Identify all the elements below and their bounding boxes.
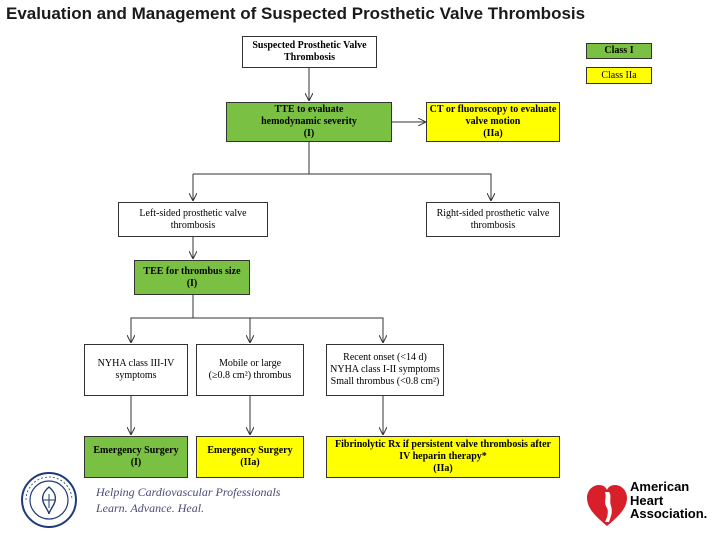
node-emergency-surgery-iia: Emergency Surgery (IIa) — [196, 436, 304, 478]
node-text: Left-sided prosthetic valve — [139, 207, 247, 219]
node-text: Thrombosis — [284, 52, 335, 63]
acc-tagline: Helping Cardiovascular Professionals Lea… — [96, 484, 280, 516]
node-text: CT or fluoroscopy to evaluate — [429, 104, 557, 115]
node-text: (I) — [130, 457, 142, 468]
node-fibrinolytic-rx: Fibrinolytic Rx if persistent valve thro… — [326, 436, 560, 478]
node-text: Right-sided prosthetic valve — [436, 207, 550, 219]
node-text: (I) — [186, 277, 198, 289]
node-text: thrombosis — [170, 219, 216, 231]
node-text: (IIa) — [483, 128, 503, 139]
aha-word-american: American — [630, 479, 690, 494]
node-mobile-large-thrombus: Mobile or large (≥0.8 cm²) thrombus — [196, 344, 304, 396]
legend-class-i-label: Class I — [604, 45, 634, 56]
node-tee: TEE for thrombus size (I) — [134, 260, 250, 295]
node-text: (≥0.8 cm²) thrombus — [208, 370, 292, 381]
node-text: Suspected Prosthetic Valve — [252, 40, 367, 51]
node-recent-onset: Recent onset (<14 d) NYHA class I-II sym… — [326, 344, 444, 396]
node-text: Small thrombus (<0.8 cm²) — [330, 376, 440, 387]
acc-seal-logo — [21, 472, 77, 528]
node-nyha-iii-iv: NYHA class III-IV symptoms — [84, 344, 188, 396]
node-text: Emergency Surgery — [93, 445, 179, 456]
node-text: hemodynamic severity — [261, 116, 357, 127]
connector-tte-split — [193, 142, 310, 175]
node-text: NYHA class III-IV — [97, 358, 175, 369]
node-text: TEE for thrombus size — [143, 265, 241, 277]
arrow-to-right — [309, 173, 491, 200]
arrow-tee-to-recent — [193, 317, 383, 342]
acc-tagline-line1: Helping Cardiovascular Professionals — [96, 485, 281, 499]
aha-wordmark: American Heart Association. — [630, 480, 707, 521]
node-left-sided: Left-sided prosthetic valve thrombosis — [118, 202, 268, 237]
node-text: Emergency Surgery — [207, 445, 293, 456]
node-right-sided: Right-sided prosthetic valve thrombosis — [426, 202, 560, 237]
legend-class-i: Class I — [586, 43, 652, 59]
node-ct-fluoroscopy: CT or fluoroscopy to evaluate valve moti… — [426, 102, 560, 142]
node-text: Mobile or large — [218, 358, 282, 369]
node-text: (IIa) — [240, 457, 260, 468]
arrow-tee-to-nyha — [131, 295, 194, 342]
node-text: (IIa) — [433, 463, 453, 474]
legend-class-iia: Class IIa — [586, 67, 652, 84]
node-emergency-surgery-i: Emergency Surgery (I) — [84, 436, 188, 478]
aha-word-association: Association. — [630, 506, 708, 522]
node-text: thrombosis — [470, 219, 516, 231]
legend-class-iia-label: Class IIa — [601, 69, 637, 81]
arrow-tee-to-mobile — [193, 317, 250, 342]
node-text: (I) — [303, 128, 315, 139]
node-text: Fibrinolytic Rx if persistent valve thro… — [335, 439, 551, 450]
acc-tagline-line2: Learn. Advance. Heal. — [96, 501, 205, 516]
node-text: IV heparin therapy* — [399, 451, 487, 462]
node-tte: TTE to evaluate hemodynamic severity (I) — [226, 102, 392, 142]
node-text: symptoms — [115, 370, 157, 381]
node-text: Recent onset (<14 d) — [343, 352, 427, 363]
node-text: valve motion — [465, 116, 521, 127]
node-text: NYHA class I-II symptoms — [330, 364, 440, 375]
node-text: TTE to evaluate — [274, 104, 344, 115]
node-suspected-thrombosis: Suspected Prosthetic Valve Thrombosis — [242, 36, 377, 68]
aha-word-heart: Heart — [630, 492, 664, 508]
page-title: Evaluation and Management of Suspected P… — [6, 4, 586, 23]
aha-heart-torch-logo — [587, 485, 627, 526]
